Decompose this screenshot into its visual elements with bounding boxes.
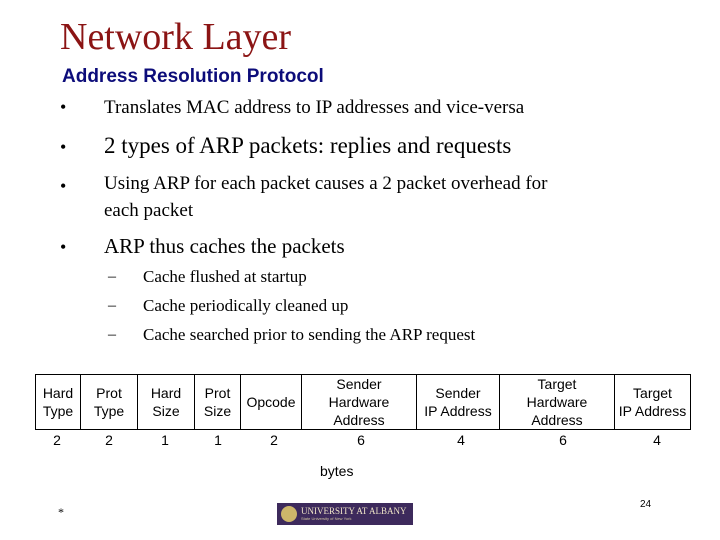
field-size: 1: [161, 432, 169, 448]
bullet-text: ARP thus caches the packets: [104, 234, 345, 258]
field-label-line1: Prot: [96, 385, 122, 401]
field-label-line2: IP Address: [424, 403, 492, 419]
seal-icon: [281, 506, 297, 522]
field-label-line2: Type: [93, 403, 125, 419]
logo-text: UNIVERSITY AT ALBANY: [301, 506, 407, 516]
page-number: 24: [640, 499, 652, 510]
subbullet-marker: –: [108, 326, 116, 343]
university-logo: UNIVERSITY AT ALBANY State University of…: [277, 503, 413, 525]
field-target-hardware-address: Target Hardware Address: [499, 374, 615, 430]
field-label-line1: Target: [537, 376, 577, 392]
footer-marker: *: [58, 505, 64, 519]
field-size: 2: [105, 432, 113, 448]
field-size: 1: [214, 432, 222, 448]
field-label-line1: Hard: [150, 385, 182, 401]
field-label-line2: Size: [152, 403, 180, 419]
field-label-line1: Sender: [435, 385, 481, 401]
bullet-marker: •: [60, 176, 67, 196]
subbullet-text: Cache flushed at startup: [143, 267, 307, 286]
field-hard-size: Hard Size: [137, 374, 195, 430]
bullet-text-line1: Using ARP for each packet causes a 2 pac…: [104, 173, 548, 194]
field-prot-type: Prot Type: [80, 374, 138, 430]
subbullet-text: Cache searched prior to sending the ARP …: [143, 325, 476, 344]
bullet-marker: •: [60, 97, 67, 117]
arp-packet-format-table: Hard Type Prot Type Hard Size Prot Size …: [35, 374, 691, 430]
field-label-line1: Hard: [42, 385, 74, 401]
field-label-line1: Opcode: [246, 394, 296, 410]
field-size: 4: [457, 432, 465, 448]
field-opcode: Opcode: [240, 374, 302, 430]
field-target-ip-address: Target IP Address: [614, 374, 691, 430]
field-label-line2: Type: [42, 403, 74, 419]
subbullet-text: Cache periodically cleaned up: [143, 296, 349, 315]
field-sender-ip-address: Sender IP Address: [416, 374, 500, 430]
field-label-line2: Hardware Address: [526, 394, 588, 428]
field-size: 2: [270, 432, 278, 448]
field-label-line2: Size: [203, 403, 232, 419]
bullet-text-line2: each packet: [104, 200, 194, 221]
field-size: 6: [559, 432, 567, 448]
field-label-line2: Hardware Address: [328, 394, 390, 428]
logo-subtext: State University of New York: [301, 516, 352, 521]
bullet-text: Translates MAC address to IP addresses a…: [104, 97, 525, 118]
field-label-line1: Target: [633, 385, 672, 401]
field-sender-hardware-address: Sender Hardware Address: [301, 374, 417, 430]
subbullet-marker: –: [108, 297, 116, 314]
bullet-marker: •: [60, 137, 67, 157]
table-row: Hard Type Prot Type Hard Size Prot Size …: [35, 374, 691, 430]
field-label-line1: Sender: [336, 376, 382, 392]
field-hard-type: Hard Type: [35, 374, 81, 430]
field-size: 4: [653, 432, 661, 448]
field-label-line2: IP Address: [618, 403, 687, 419]
slide-title: Network Layer: [60, 16, 292, 58]
bullet-text: 2 types of ARP packets: replies and requ…: [104, 133, 512, 158]
slide-subtitle: Address Resolution Protocol: [62, 66, 324, 87]
field-size: 2: [53, 432, 61, 448]
field-size: 6: [357, 432, 365, 448]
subbullet-marker: –: [108, 268, 116, 285]
bullet-marker: •: [60, 237, 67, 257]
field-prot-size: Prot Size: [194, 374, 241, 430]
size-unit-label: bytes: [320, 463, 354, 479]
field-label-line1: Prot: [204, 385, 231, 401]
